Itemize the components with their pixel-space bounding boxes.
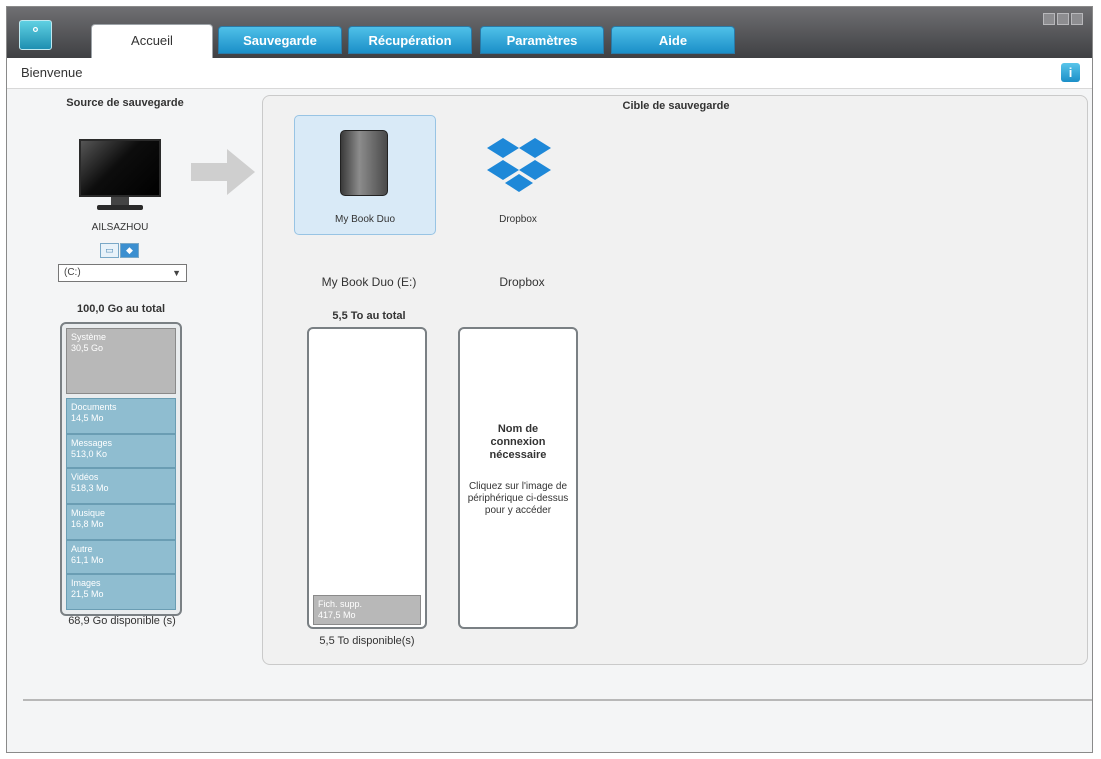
info-icon[interactable]: i [1061,63,1080,82]
dropbox-icon [487,138,551,192]
device-tile-dropbox[interactable]: Dropbox [447,115,589,235]
segment-size: 518,3 Mo [71,483,109,493]
monitor-view-button[interactable]: ▭ [100,243,119,258]
mybook-usage-bar: Fich. supp. 417,5 Mo [307,327,427,629]
segment-label: Documents [71,402,117,412]
subheader-bar: Bienvenue i [7,58,1092,89]
monitor-base [97,205,143,210]
hard-drive-icon [340,130,388,196]
segment-size: 14,5 Mo [71,413,104,423]
segment-label: Images [71,578,101,588]
drive-select[interactable]: (C:) ▼ [58,264,187,282]
tab-sauvegarde[interactable]: Sauvegarde [218,26,342,54]
segment-label: Fich. supp. [318,599,363,609]
segment-label: Vidéos [71,472,99,482]
segment-size: 417,5 Mo [318,610,356,620]
monitor-stand [111,197,129,206]
device-name: My Book Duo [334,214,396,225]
dropbox-title: Dropbox [499,275,545,289]
segment-label: Musique [71,508,106,518]
bottom-divider [23,699,1092,701]
source-usage-bar: Système 30,5 Go Documents 14,5 Mo Messag… [60,322,182,616]
segment-size: 21,5 Mo [71,589,104,599]
page-title: Bienvenue [21,65,83,80]
source-available: 68,9 Go disponible (s) [68,615,176,627]
mybook-title: My Book Duo (E:) [321,275,417,289]
tab-recuperation[interactable]: Récupération [348,26,472,54]
source-heading: Source de sauvegarde [66,97,184,109]
dropbox-login-title: Nom de connexion nécessaire [489,423,547,461]
segment-size: 16,8 Mo [71,519,104,529]
usage-segment-music[interactable]: Musique 16,8 Mo [66,504,176,540]
dropbox-login-hint: Cliquez sur l'image de périphérique ci-d… [467,481,569,516]
segment-size: 513,0 Ko [71,449,108,459]
segment-label: Messages [71,438,113,448]
usage-segment-documents[interactable]: Documents 14,5 Mo [66,398,176,434]
usage-segment-extra-files[interactable]: Fich. supp. 417,5 Mo [313,595,421,625]
chevron-down-icon: ▼ [172,268,181,278]
computer-monitor-icon[interactable] [79,139,161,197]
segment-size: 30,5 Go [71,343,104,353]
computer-name: AILSAZHOU [91,222,149,233]
app-window: ° Accueil Sauvegarde Récupération Paramè… [6,6,1093,753]
usage-segment-videos[interactable]: Vidéos 518,3 Mo [66,468,176,504]
app-logo-icon: ° [19,20,52,50]
maximize-button[interactable] [1057,13,1069,25]
dropbox-view-button[interactable]: ◆ [120,243,139,258]
device-name: Dropbox [499,214,537,225]
tab-parametres[interactable]: Paramètres [480,26,604,54]
usage-segment-images[interactable]: Images 21,5 Mo [66,574,176,610]
usage-segment-messages[interactable]: Messages 513,0 Ko [66,434,176,468]
source-total: 100,0 Go au total [76,303,166,315]
tab-aide[interactable]: Aide [611,26,735,54]
segment-size: 61,1 Mo [71,555,104,565]
target-heading: Cible de sauvegarde [622,100,730,112]
usage-segment-other[interactable]: Autre 61,1 Mo [66,540,176,574]
close-button[interactable] [1071,13,1083,25]
title-bar: ° Accueil Sauvegarde Récupération Paramè… [7,7,1092,58]
device-tile-mybook[interactable]: My Book Duo [294,115,436,235]
dropbox-login-box[interactable]: Nom de connexion nécessaire Cliquez sur … [458,327,578,629]
segment-label: Système [71,332,107,342]
minimize-button[interactable] [1043,13,1055,25]
tab-accueil[interactable]: Accueil [91,24,213,58]
drive-select-value: (C:) [64,267,81,278]
mybook-available: 5,5 To disponible(s) [319,635,415,647]
segment-label: Autre [71,544,93,554]
backup-direction-arrow-icon [191,149,255,195]
usage-segment-system[interactable]: Système 30,5 Go [66,328,176,394]
mybook-total: 5,5 To au total [332,310,406,322]
